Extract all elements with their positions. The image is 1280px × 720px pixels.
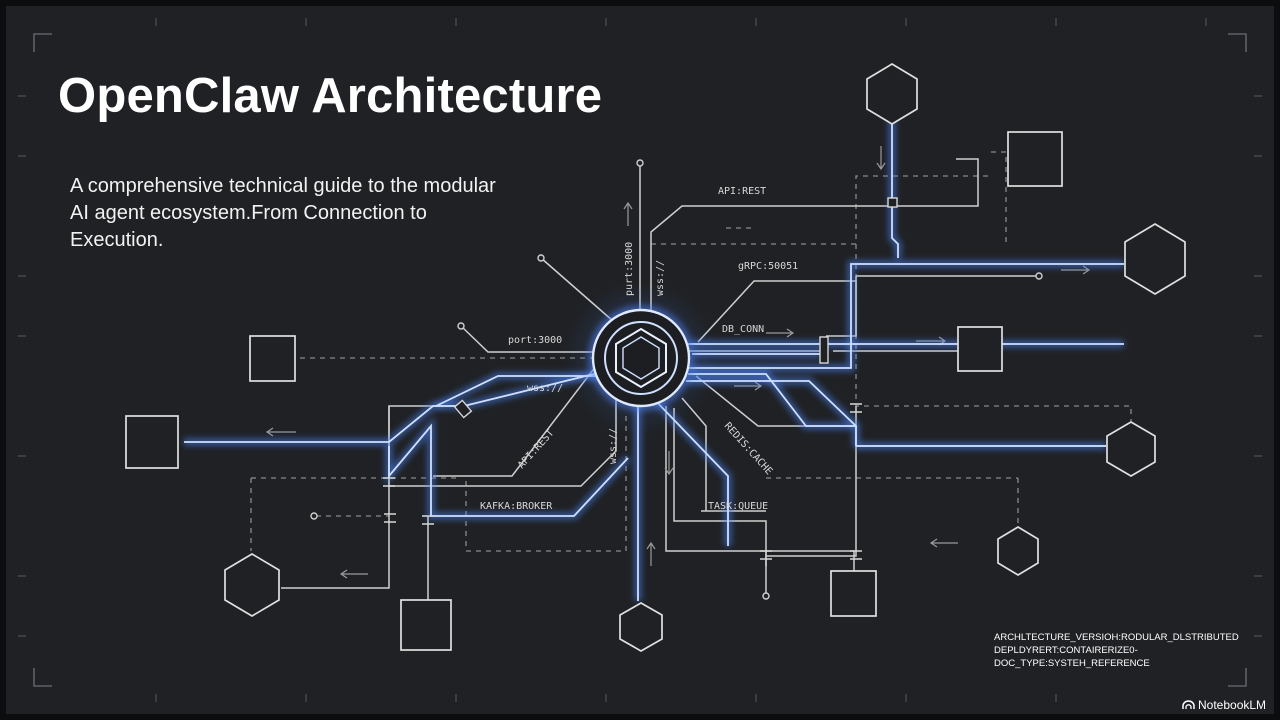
node-hexagon-bottom-right <box>997 526 1039 576</box>
central-hub <box>563 280 719 436</box>
architecture-diagram: API:REST gRPC:50051 DB_CONN port:3000 ws… <box>18 18 1262 702</box>
node-hexagon-top <box>866 63 918 125</box>
peripheral-nodes <box>125 63 1186 652</box>
label-wss-vertical-low: wss:// <box>608 428 619 464</box>
label-task-queue: TASK:QUEUE <box>708 501 768 512</box>
label-api-rest-left: API:REST <box>516 428 556 471</box>
label-wss-left: wss:// <box>527 383 563 394</box>
notebooklm-logo-icon <box>1182 700 1195 709</box>
endpoint-dots <box>310 159 1043 600</box>
node-hexagon-right-lower <box>1106 421 1156 477</box>
label-port-3000: port:3000 <box>508 335 562 346</box>
label-wss-vertical: wss:// <box>655 260 666 296</box>
label-kafka-broker: KAFKA:BROKER <box>480 501 553 512</box>
meta-architecture-version: ARCHLTECTURE_VERSIOH:RODULAR_DLSTRIBUTED <box>994 632 1239 643</box>
node-square-top-right <box>1007 131 1063 187</box>
node-hexagon-bottom <box>619 602 663 652</box>
label-api-rest-top: API:REST <box>718 186 766 197</box>
slide-subtitle: A comprehensive technical guide to the m… <box>70 175 496 251</box>
label-db-conn: DB_CONN <box>722 324 764 335</box>
node-square-left-upper <box>249 335 296 382</box>
brand-watermark: NotebookLM <box>1182 698 1266 712</box>
node-square-bottom-left <box>400 599 452 651</box>
brand-name: NotebookLM <box>1198 698 1267 712</box>
frame-corners <box>33 33 1247 687</box>
slide-title: OpenClaw Architecture <box>58 69 603 123</box>
hub-hexagon-icon <box>615 327 667 389</box>
node-square-right-mid <box>957 326 1003 372</box>
node-square-bottom-right <box>830 570 877 617</box>
label-grpc: gRPC:50051 <box>738 261 798 272</box>
metadata-block: ARCHLTECTURE_VERSIOH:RODULAR_DLSTRIBUTED… <box>994 631 1239 670</box>
connector-caps <box>383 197 898 560</box>
node-hexagon-right-upper <box>1124 223 1186 295</box>
label-port-3000-vertical: purt:3000 <box>624 242 635 296</box>
node-square-left <box>125 415 179 469</box>
frame-ticks <box>18 18 1262 702</box>
meta-deployment: DEPLDYRERT:CONTAIRERIZE0- <box>994 645 1138 656</box>
meta-doc-type: DOC_TYPE:SYSTEH_REFERENCE <box>994 658 1150 669</box>
node-hexagon-left <box>224 553 280 617</box>
label-redis-cache: REDIS:CACHE <box>722 421 774 478</box>
slide: API:REST gRPC:50051 DB_CONN port:3000 ws… <box>6 6 1274 714</box>
